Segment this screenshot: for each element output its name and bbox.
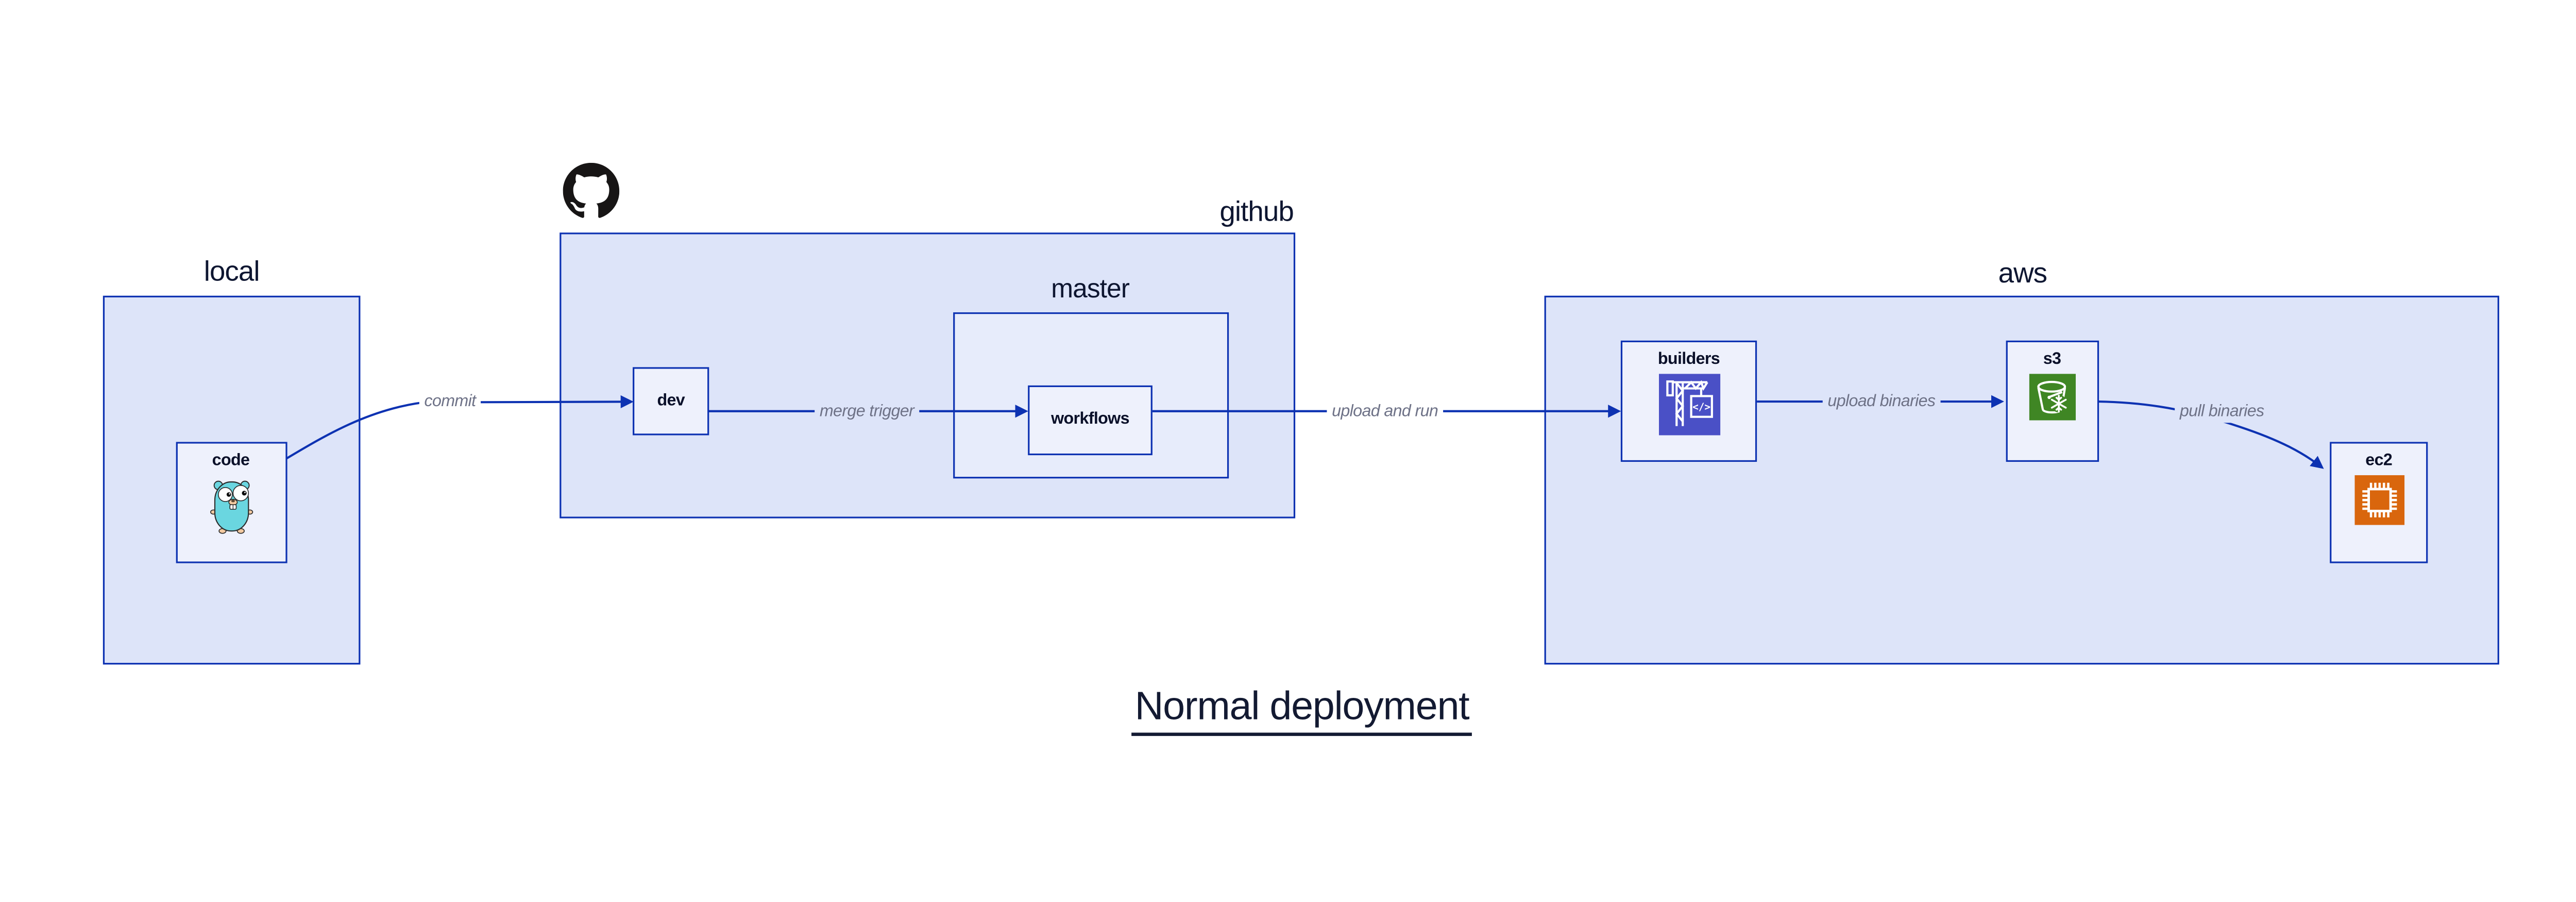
ec2-node-label: ec2 xyxy=(2365,451,2393,470)
builders-node: builders </> xyxy=(1620,340,1757,462)
s3-node: s3 xyxy=(2006,340,2098,462)
github-octocat-icon xyxy=(563,162,620,218)
workflows-node-label: workflows xyxy=(1051,410,1129,429)
dev-node-label: dev xyxy=(657,391,685,410)
code-node-label: code xyxy=(212,451,250,470)
aws-codebuild-icon: </> xyxy=(1658,374,1720,436)
go-gopher-icon xyxy=(209,480,252,534)
edge-label-merge-trigger: merge trigger xyxy=(815,400,919,422)
dev-node: dev xyxy=(633,366,709,436)
ec2-node: ec2 xyxy=(2330,441,2428,563)
svg-text:</>: </> xyxy=(1691,401,1709,413)
diagram-title: Normal deployment xyxy=(1131,684,1472,737)
edge-label-upload-and-run: upload and run xyxy=(1327,400,1443,422)
aws-container-label: aws xyxy=(1998,257,2048,289)
edge-label-commit: commit xyxy=(419,391,481,412)
aws-ec2-icon xyxy=(2353,475,2404,525)
s3-node-label: s3 xyxy=(2043,349,2061,368)
local-container-label: local xyxy=(204,256,260,288)
edge-label-upload-binaries: upload binaries xyxy=(1822,391,1941,412)
builders-node-label: builders xyxy=(1657,349,1720,368)
code-node: code xyxy=(175,441,287,563)
workflows-node: workflows xyxy=(1028,385,1153,455)
aws-s3-glacier-icon xyxy=(2028,374,2076,421)
master-container-label: master xyxy=(1051,276,1130,304)
github-container-label: github xyxy=(1219,196,1294,228)
edge-label-pull-binaries: pull binaries xyxy=(2175,400,2269,422)
